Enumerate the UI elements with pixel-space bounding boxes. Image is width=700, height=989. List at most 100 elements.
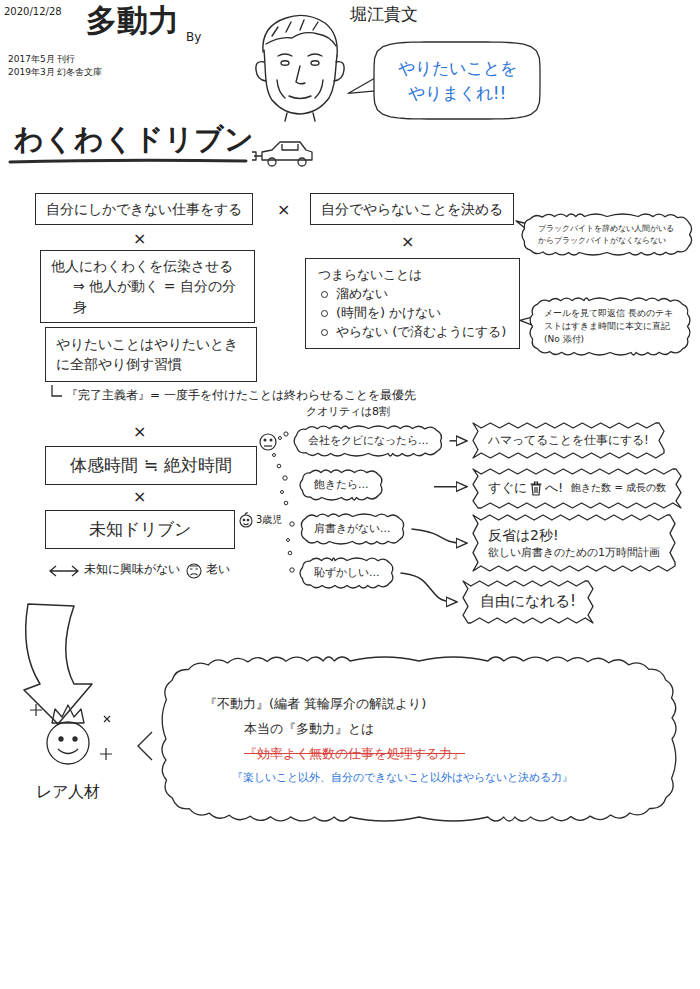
burst-box: ハマってることを仕事にする! xyxy=(472,422,665,459)
old-face xyxy=(187,564,201,578)
node-text: 『楽しいこと以外、自分のできないこと以外はやらないと決める力』 xyxy=(232,770,634,786)
publish-note: 2019年3月 幻冬舎文庫 xyxy=(8,67,103,78)
portrait-face xyxy=(285,113,315,121)
burst-box: 反省は2秒!欲しい肩書きのための1万時間計画 xyxy=(472,514,676,572)
child-face xyxy=(243,519,245,521)
node-text: 肩書きがない... xyxy=(314,521,391,537)
thought-dots xyxy=(273,432,295,572)
section-heading: わくわくドリブン xyxy=(14,122,254,157)
cross-mark: × xyxy=(401,232,414,251)
neutral-face xyxy=(264,445,272,446)
portrait-face xyxy=(281,61,289,65)
crowned-face xyxy=(58,749,78,754)
speech-bubble: 『不動力』(編者 箕輪厚介の解説より) 本当の『多動力』とは『効率よく無数の仕事を… xyxy=(160,655,678,823)
crowned-face xyxy=(47,705,89,764)
crowned-face xyxy=(59,737,63,741)
sparkle xyxy=(100,748,112,760)
sketch-title: 多動力 xyxy=(86,2,179,39)
node-text: 溜めない xyxy=(318,285,507,304)
neutral-face xyxy=(260,434,276,450)
portrait-face xyxy=(308,54,322,56)
crowned-face xyxy=(52,705,84,723)
definition-note: 『完了主義者』= 一度手を付けたことは終わらせることを最優先 xyxy=(66,388,416,402)
node-text: 恥ずかしい... xyxy=(314,565,380,581)
thought-bubble-outline xyxy=(300,470,382,500)
callout-cloud: メールを見て即返信 長めのテキストはすきま時間に本文に直記 (No 添付) xyxy=(528,296,692,357)
node-text: ブラックバイトを辞めない人間がいるからブラックバイトがなくならない xyxy=(538,223,676,246)
child-face xyxy=(247,519,249,521)
thought-bubble-outline xyxy=(294,426,441,456)
thought-dots xyxy=(284,501,288,505)
portrait-face xyxy=(277,80,285,98)
callout-cloud: ブラックバイトを辞めない人間がいるからブラックバイトがなくならない xyxy=(520,212,694,257)
burst-box-outline xyxy=(473,469,681,508)
thought-dots xyxy=(284,432,288,436)
process-box: 自分にしかできない仕事をする xyxy=(35,193,253,225)
trash-icon xyxy=(531,482,542,495)
node-text: 自分にしかできない仕事をする xyxy=(46,199,242,219)
thought-bubble-outline xyxy=(301,514,403,544)
sparkle xyxy=(30,704,112,760)
speech-bubble-outline xyxy=(162,657,676,821)
portrait-face xyxy=(263,15,337,56)
neutral-face xyxy=(270,439,272,441)
crowned-face xyxy=(73,737,77,741)
callout-cloud-outline xyxy=(530,298,690,355)
thought-dots xyxy=(279,437,282,440)
portrait-face xyxy=(266,33,336,46)
node-text: 欲しい肩書きのための1万時間計画 xyxy=(488,545,660,561)
double-arrow xyxy=(50,566,78,576)
node-text: 反省は2秒! xyxy=(488,525,660,545)
bullet-circle xyxy=(321,310,328,317)
node-text: 『不動力』(編者 箕輪厚介の解説より) xyxy=(204,695,634,714)
node-text: つまらないことは xyxy=(318,266,507,285)
bracket-line xyxy=(52,385,62,396)
speech-bubble-outline xyxy=(374,42,540,119)
bullet-circle xyxy=(321,329,328,336)
car-icon xyxy=(298,158,306,166)
thought-dots xyxy=(290,568,294,572)
node-text: 本当の『多動力』とは xyxy=(244,720,634,739)
node-text: ハマってることを仕事にする! xyxy=(488,432,649,449)
node-text: 『効率よく無数の仕事を処理する力』 xyxy=(244,745,634,764)
process-box: やりたいことはやりたいときに全部やり倒す習慣 xyxy=(45,327,257,382)
title-underline xyxy=(10,160,246,162)
crowned-face xyxy=(47,722,89,764)
thought-dots xyxy=(277,464,281,468)
callout-cloud-outline xyxy=(520,212,694,257)
node-text: へ! xyxy=(545,479,563,498)
sparkle xyxy=(30,704,42,716)
double-arrow xyxy=(50,566,78,576)
node-text: 会社をクビになったら... xyxy=(308,433,429,449)
node-text: (時間を) かけない xyxy=(318,304,507,323)
portrait-face xyxy=(256,62,266,81)
cross-mark: × xyxy=(133,487,146,506)
process-box: 体感時間 ≒ 絶対時間 xyxy=(45,446,257,485)
node-text: メールを見て即返信 長めのテキストはすきま時間に本文に直記 (No 添付) xyxy=(544,307,676,346)
face-caption: 老い xyxy=(206,562,230,576)
process-box: 他人にわくわくを伝染させる⇒ 他人が動く = 自分の分身 xyxy=(40,250,255,323)
trash-icon xyxy=(529,480,543,496)
thought-dots xyxy=(281,491,284,494)
thought-bubble: 肩書きがない... xyxy=(298,512,407,546)
date-label: 2020/12/28 xyxy=(4,6,62,18)
portrait-face xyxy=(278,54,292,56)
thought-dots xyxy=(283,476,287,480)
node-text: やりたいことはやりたいときに全部やり倒す習慣 xyxy=(56,334,246,375)
speech-bubble: やりたいことを やりまくれ!! xyxy=(372,40,542,121)
thought-dots xyxy=(290,522,294,526)
car-icon xyxy=(262,142,312,160)
bubble-pointer xyxy=(138,732,152,760)
car-icon xyxy=(252,142,312,166)
burst-box: 自由になれる! xyxy=(462,580,594,624)
old-face xyxy=(187,564,201,578)
burst-box-outline xyxy=(473,515,675,571)
publish-note: 2017年5月 刊行 xyxy=(8,54,76,65)
flow-arrow xyxy=(401,573,458,602)
portrait-face xyxy=(256,15,344,121)
node-text: 飽きたら... xyxy=(314,477,369,493)
definition-note: クオリティは8割 xyxy=(306,405,390,418)
speech-bubble-outline xyxy=(160,655,678,823)
